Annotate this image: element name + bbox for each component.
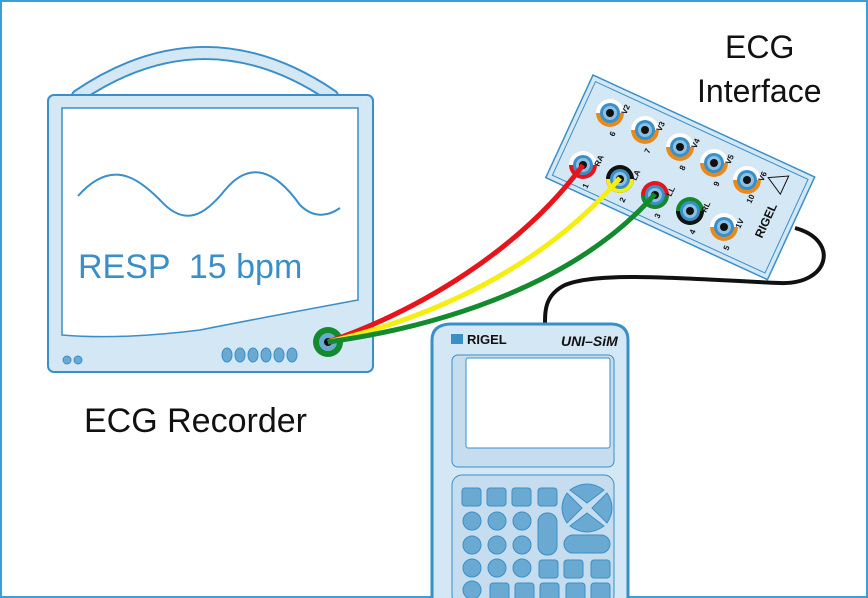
connector-rl[interactable]: RL 4: [676, 197, 712, 236]
connector-v2[interactable]: V2 6: [596, 99, 632, 138]
connector-number: 1: [581, 182, 591, 190]
device-brand: RIGEL: [467, 332, 507, 347]
resp-waveform: [77, 171, 341, 217]
connector-v3[interactable]: V3 7: [631, 116, 667, 155]
ecg-recorder: RESP 15 bpm: [47, 46, 374, 373]
lead-label: V2: [620, 103, 633, 116]
lead-label: LL: [665, 185, 677, 198]
device-screen: [465, 357, 611, 449]
connector-v4[interactable]: V4 8: [666, 133, 702, 172]
lead-label: V6: [757, 170, 770, 183]
monitor-screen: [61, 107, 359, 338]
lead-label: RL: [700, 200, 713, 214]
indicator-led: [62, 355, 72, 365]
indicator-led: [73, 355, 83, 365]
lead-label: 1V: [734, 217, 747, 230]
connector-number: 4: [688, 228, 698, 236]
monitor-buttons: [221, 347, 298, 363]
warning-icon: [767, 175, 790, 196]
lead-label: V4: [690, 137, 703, 150]
lead-label: V5: [724, 153, 737, 166]
connector-number: 7: [643, 147, 653, 155]
rigel-logo-icon: [451, 334, 463, 344]
recorder-label: ECG Recorder: [84, 402, 307, 440]
interface-label-line2: Interface: [697, 73, 822, 109]
uni-sim-device: RIGEL UNI–SiM: [430, 322, 630, 598]
black-cable: [543, 226, 826, 326]
connector-1v[interactable]: 1V 5: [710, 213, 746, 252]
connector-number: 5: [722, 244, 732, 252]
interface-label-line1: ECG: [725, 29, 794, 65]
lead-label: LA: [630, 168, 643, 182]
connector-number: 2: [618, 196, 628, 204]
screen-reading: RESP 15 bpm: [78, 248, 302, 286]
device-model: UNI–SiM: [561, 333, 618, 349]
connector-number: 10: [745, 192, 757, 204]
lead-label: V3: [655, 120, 668, 133]
connector-v5[interactable]: V5 9: [700, 149, 736, 188]
ra-lead-red: [327, 163, 586, 345]
keypad: [461, 487, 611, 598]
connector-number: 9: [712, 180, 722, 188]
la-lead-yellow: [327, 176, 622, 345]
connector-number: 6: [608, 130, 618, 138]
connector-number: 3: [653, 212, 663, 220]
direction-pad[interactable]: [561, 483, 613, 533]
connector-number: 8: [678, 164, 688, 172]
ll-lead-green: [327, 192, 657, 345]
